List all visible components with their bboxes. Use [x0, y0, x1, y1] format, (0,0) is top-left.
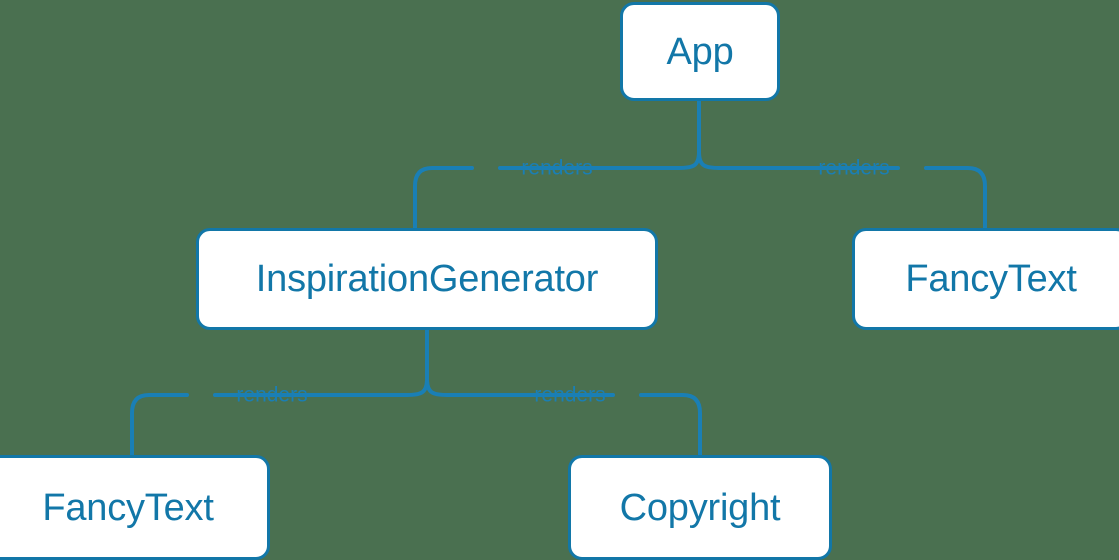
node-copyright[interactable]: Copyright [568, 455, 832, 560]
node-inspirationgenerator-label: InspirationGenerator [255, 258, 599, 300]
edge-label-app-to-fancytext-right: renders [818, 156, 890, 180]
node-inspirationgenerator[interactable]: InspirationGenerator [196, 228, 658, 330]
edge-inspirationgenerator-split-right [425, 377, 615, 397]
edge-app-split-right [697, 150, 900, 170]
node-fancytext-right[interactable]: FancyText [852, 228, 1119, 330]
node-copyright-label: Copyright [619, 486, 781, 529]
edge-app-to-fancytext-right [924, 166, 987, 230]
edge-label-inspirationgenerator-to-copyright: renders [534, 383, 606, 407]
node-fancytext-bottom-left-label: FancyText [42, 486, 214, 529]
edge-inspirationgenerator-to-fancytext-left [130, 393, 189, 457]
node-fancytext-right-label: FancyText [905, 258, 1077, 300]
edge-label-app-to-inspirationgenerator: renders [521, 156, 593, 180]
edge-inspirationgenerator-to-copyright [639, 393, 702, 457]
node-app[interactable]: App [620, 2, 780, 101]
edge-label-inspirationgenerator-to-fancytext-left: renders [236, 383, 308, 407]
edge-app-to-inspirationgenerator [413, 166, 474, 230]
node-app-label: App [666, 30, 734, 73]
node-fancytext-bottom-left[interactable]: FancyText [0, 455, 270, 560]
